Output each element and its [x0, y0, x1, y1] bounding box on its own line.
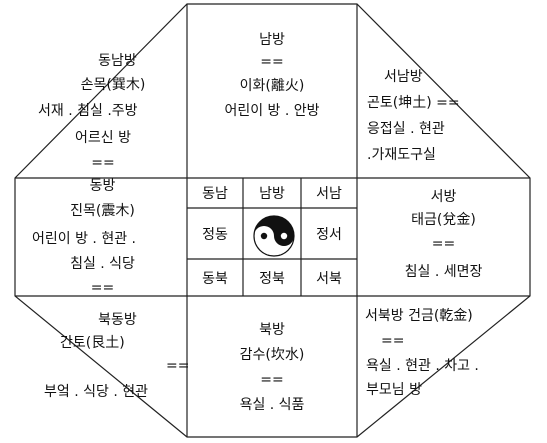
- northwest-rooms-1: 욕실 . 현관 . 차고 .: [366, 358, 479, 374]
- grid-cell-south: 남방: [259, 186, 285, 202]
- southeast-rooms-1: 서재 . 침실 .주방: [38, 103, 138, 119]
- east-rooms-1: 어린이 방 . 현관 .: [32, 231, 136, 247]
- grid-cell-southwest: 서남: [316, 186, 342, 202]
- grid-cell-north: 정북: [259, 270, 285, 287]
- grid-cell-west: 정서: [316, 226, 342, 243]
- grid-cell-southeast: 동남: [202, 186, 228, 202]
- north-title: 북방: [259, 322, 285, 338]
- east-title: 동방: [89, 178, 116, 194]
- west-element: 태금(兌金): [411, 212, 476, 228]
- southwest-element: 곤토(坤土) ==: [367, 95, 460, 111]
- grid-cell-east: 정동: [202, 226, 228, 243]
- west-title: 서방: [430, 189, 457, 205]
- southeast-rooms-2: 어르신 방: [75, 130, 131, 146]
- southwest-title: 서남방: [384, 69, 423, 85]
- west-eq: ==: [431, 236, 456, 252]
- northeast-eq: ==: [166, 358, 190, 374]
- west-rooms: 침실 . 세면장: [404, 264, 483, 280]
- south-title: 남방: [259, 32, 285, 48]
- southwest-rooms-2: .가재도구실: [367, 147, 436, 163]
- north-rooms: 욕실 . 식품: [239, 397, 305, 413]
- yin-yang-icon: [252, 214, 296, 258]
- east-rooms-2: 침실 . 식당: [70, 256, 135, 272]
- northwest-title: 서북방 건금(乾金): [365, 308, 473, 324]
- northeast-rooms: 부엌 . 식당 . 현관: [44, 384, 148, 400]
- southeast-element: 손목(巽木): [80, 77, 146, 93]
- east-element: 진목(震木): [70, 203, 135, 219]
- north-element: 감수(坎水): [239, 347, 305, 363]
- southeast-eq: ==: [91, 155, 115, 171]
- south-element: 이화(離火): [239, 78, 305, 94]
- northeast-title: 북동방: [98, 312, 137, 328]
- northwest-rooms-2: 부모님 방: [366, 382, 422, 398]
- northwest-eq: ==: [381, 333, 405, 349]
- east-eq: ==: [90, 280, 115, 296]
- south-eq: ==: [260, 54, 284, 70]
- northeast-element: 간토(艮土): [60, 335, 125, 351]
- grid-cell-northwest: 서북: [316, 270, 342, 287]
- south-rooms: 어린이 방 . 안방: [224, 103, 320, 119]
- north-eq: ==: [260, 372, 284, 388]
- southeast-title: 동남방: [98, 53, 137, 69]
- southwest-rooms-1: 응접실 . 현관: [367, 121, 445, 137]
- grid-cell-northeast: 동북: [202, 270, 228, 287]
